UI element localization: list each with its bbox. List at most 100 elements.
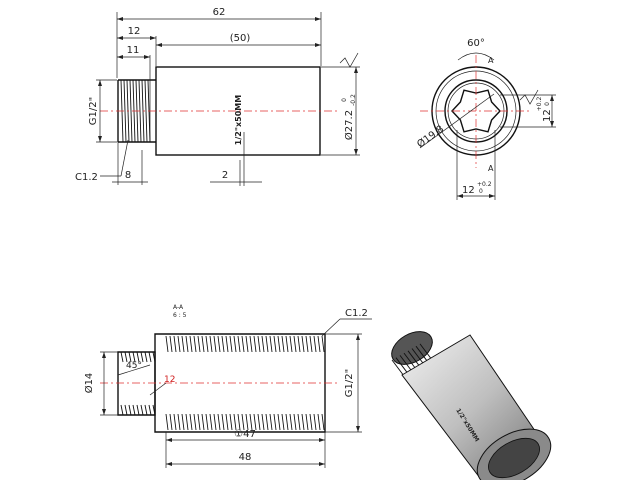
thread-line bbox=[124, 351, 128, 363]
thread-line bbox=[144, 404, 148, 416]
thread-line bbox=[140, 404, 144, 416]
thread-line bbox=[293, 335, 297, 353]
section-title: A-A bbox=[173, 304, 184, 311]
dim-width-bottom-tol-lower: 0 bbox=[479, 188, 483, 195]
thread-line bbox=[177, 335, 181, 353]
thread-line bbox=[140, 351, 144, 363]
thread-line bbox=[265, 335, 269, 353]
thread-line bbox=[233, 335, 237, 353]
thread-line bbox=[205, 413, 209, 431]
thread-line bbox=[321, 413, 325, 431]
thread-line bbox=[124, 404, 128, 416]
thread-line bbox=[297, 335, 301, 353]
dim-thread-flank: 11 bbox=[127, 45, 140, 56]
thread-line bbox=[285, 413, 289, 431]
thread-line bbox=[213, 413, 217, 431]
dim-width-bottom: 12 bbox=[462, 185, 475, 196]
thread-line bbox=[169, 335, 173, 353]
thread-line bbox=[269, 335, 273, 353]
thread-line bbox=[269, 413, 273, 431]
thread-line bbox=[281, 335, 285, 353]
thread-line bbox=[229, 335, 233, 353]
thread-line bbox=[313, 413, 317, 431]
thread-line bbox=[221, 413, 225, 431]
thread-line bbox=[237, 413, 241, 431]
thread-line bbox=[193, 335, 197, 353]
thread-line bbox=[297, 413, 301, 431]
thread-line bbox=[241, 413, 245, 431]
dim-flat-width: 12 bbox=[542, 109, 553, 122]
thread-line bbox=[217, 335, 221, 353]
dim-wall: 2 bbox=[222, 170, 228, 181]
thread-line bbox=[233, 413, 237, 431]
dim-flat-tol-lower: 0 bbox=[544, 102, 551, 106]
thread-line bbox=[120, 404, 124, 416]
thread-line bbox=[309, 413, 313, 431]
thread-line bbox=[257, 413, 261, 431]
dim-thread-spec: G1/2" bbox=[88, 97, 99, 125]
thread-line bbox=[273, 413, 277, 431]
thread-line bbox=[120, 351, 124, 363]
thread-line bbox=[289, 335, 293, 353]
thread-line bbox=[185, 413, 189, 431]
dim-body-tol-lower: -0.2 bbox=[350, 94, 357, 106]
thread-line bbox=[189, 413, 193, 431]
thread-line bbox=[173, 413, 177, 431]
thread-line bbox=[289, 413, 293, 431]
dim-width-bottom-tol-upper: +0.2 bbox=[477, 181, 492, 188]
thread-line bbox=[201, 413, 205, 431]
section-chamfer: C1.2 bbox=[345, 308, 368, 319]
thread-line bbox=[181, 413, 185, 431]
thread-line bbox=[229, 413, 233, 431]
thread-line bbox=[249, 413, 253, 431]
section-label-bottom: A bbox=[488, 164, 494, 173]
thread-line bbox=[136, 404, 140, 416]
thread-line bbox=[132, 351, 136, 363]
thread-line bbox=[148, 404, 152, 416]
thread-line bbox=[189, 335, 193, 353]
thread-line bbox=[305, 335, 309, 353]
thread-line bbox=[321, 335, 325, 353]
section-thread-spec: G1/2" bbox=[344, 369, 355, 397]
thread-line bbox=[301, 413, 305, 431]
thread-line bbox=[144, 79, 148, 143]
thread-line bbox=[261, 335, 265, 353]
thread-line bbox=[123, 79, 127, 143]
thread-line bbox=[277, 335, 281, 353]
thread-line bbox=[273, 335, 277, 353]
dim-inner-diameter: Ø14 bbox=[83, 373, 95, 394]
thread-line bbox=[197, 335, 201, 353]
section-label-top: A bbox=[488, 56, 494, 65]
thread-line bbox=[213, 335, 217, 353]
thread-line bbox=[193, 413, 197, 431]
iso-view: 1/2"x50MM bbox=[391, 331, 552, 480]
thread-line bbox=[317, 335, 321, 353]
thread-line bbox=[132, 404, 136, 416]
dim-body-tol-upper: 0 bbox=[341, 98, 348, 102]
section-scale: 6 : 5 bbox=[173, 312, 187, 319]
thread-line bbox=[209, 413, 213, 431]
surface-finish-icon bbox=[339, 52, 359, 68]
thread-line bbox=[257, 335, 261, 353]
dim-overall-length: 62 bbox=[213, 7, 226, 18]
thread-line bbox=[185, 335, 189, 353]
thread-line bbox=[165, 335, 169, 353]
thread-line bbox=[253, 413, 257, 431]
dim-across-corners: Ø19.8 bbox=[415, 123, 446, 150]
thread-line bbox=[136, 351, 140, 363]
thread-line bbox=[277, 413, 281, 431]
dim-thread-length: 12 bbox=[128, 26, 141, 37]
dim-thread-depth: ①47 bbox=[234, 429, 256, 440]
thread-line bbox=[249, 335, 253, 353]
thread-line bbox=[237, 335, 241, 353]
dim-hex: 12 bbox=[164, 375, 175, 385]
thread-line bbox=[225, 413, 229, 431]
thread-line bbox=[309, 335, 313, 353]
dim-angle: 60° bbox=[467, 38, 485, 49]
section-view: A-A 6 : 5 Ø14 45° 12 C1.2 G1/2" ①47 bbox=[83, 304, 372, 468]
dim-thread-relief: 8 bbox=[125, 170, 131, 181]
thread-line bbox=[305, 413, 309, 431]
thread-line bbox=[197, 413, 201, 431]
dim-chamfer: C1.2 bbox=[75, 172, 98, 183]
